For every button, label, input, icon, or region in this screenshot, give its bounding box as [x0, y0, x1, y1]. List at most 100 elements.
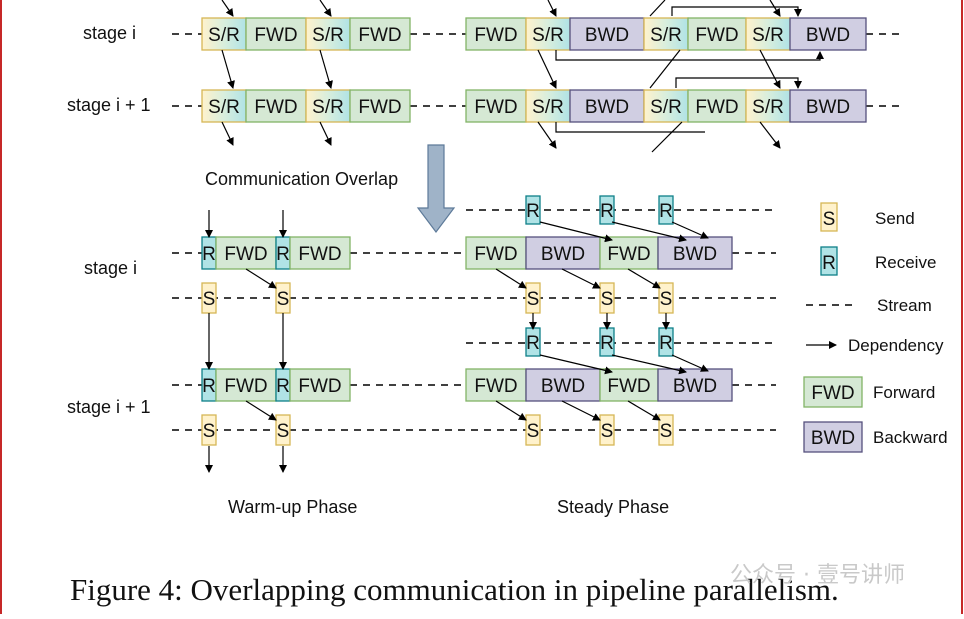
bottom-i1-bwd-2: BWD [657, 368, 733, 402]
svg-text:FWD: FWD [224, 376, 267, 397]
top-i-sr-4: S/R [643, 17, 689, 51]
svg-text:BWD: BWD [673, 244, 717, 265]
top-i1-sr-5: S/R [745, 89, 791, 123]
steady-i1-recv-1: R [525, 327, 541, 357]
bottom-i-bwd-2: BWD [657, 236, 733, 270]
top-i1-sr-3: S/R [525, 89, 571, 123]
top-i1-sr-4: S/R [643, 89, 689, 123]
svg-text:S: S [601, 289, 614, 310]
svg-text:S/R: S/R [532, 97, 564, 118]
stage-label-bottom-i: stage i [84, 258, 137, 278]
svg-text:FWD: FWD [474, 376, 517, 397]
bottom-i1-send-2: S [275, 414, 291, 446]
svg-text:FWD: FWD [695, 25, 738, 46]
steady-phase-label: Steady Phase [557, 497, 669, 517]
top-i1-bwd-1: BWD [569, 89, 645, 123]
top-i-sr-3: S/R [525, 17, 571, 51]
steady-i1-recv-3: R [658, 327, 674, 357]
top-i-fwd-3: FWD [465, 17, 527, 51]
bottom-i1-fwd-1: FWD [215, 368, 277, 402]
top-i-fwd-2: FWD [349, 17, 411, 51]
stage-label-top-i1: stage i + 1 [67, 95, 151, 115]
top-i-sr-5: S/R [745, 17, 791, 51]
svg-text:S/R: S/R [650, 25, 682, 46]
legend-item-bwd: BWD Backward [803, 421, 948, 453]
svg-text:R: R [202, 244, 216, 265]
svg-text:FWD: FWD [474, 25, 517, 46]
svg-text:BWD: BWD [541, 376, 585, 397]
warmup-phase-label: Warm-up Phase [228, 497, 357, 517]
dependency-arrows [205, 0, 824, 473]
svg-text:R: R [526, 333, 540, 354]
bottom-i1-send-1: S [201, 414, 217, 446]
svg-text:FWD: FWD [695, 97, 738, 118]
svg-text:S: S [203, 289, 216, 310]
svg-text:R: R [822, 253, 836, 274]
svg-text:Forward: Forward [873, 383, 935, 402]
top-i1-fwd-2: FWD [349, 89, 411, 123]
top-i-bwd-2: BWD [789, 17, 867, 51]
bottom-i1-recv-2: R [275, 368, 291, 402]
svg-text:FWD: FWD [474, 244, 517, 265]
svg-text:FWD: FWD [607, 244, 650, 265]
legend-item-stream: Stream [806, 296, 932, 315]
top-i1-fwd-3: FWD [465, 89, 527, 123]
top-i-fwd-1: FWD [245, 17, 307, 51]
svg-text:R: R [600, 333, 614, 354]
top-i1-fwd-1: FWD [245, 89, 307, 123]
svg-text:FWD: FWD [358, 25, 401, 46]
svg-text:FWD: FWD [224, 244, 267, 265]
svg-text:Receive: Receive [875, 253, 936, 272]
bottom-i1-recv-1: R [201, 368, 217, 402]
svg-text:BWD: BWD [811, 428, 855, 449]
svg-text:FWD: FWD [358, 97, 401, 118]
legend-item-recv: R Receive [820, 246, 936, 276]
svg-text:FWD: FWD [254, 97, 297, 118]
bottom-i-send-5: S [658, 282, 674, 314]
svg-text:R: R [526, 201, 540, 222]
svg-text:S/R: S/R [208, 25, 240, 46]
svg-text:R: R [202, 376, 216, 397]
bottom-i1-fwd-3: FWD [465, 368, 527, 402]
stream-lines [172, 33, 905, 431]
bottom-i1-fwd-2: FWD [289, 368, 351, 402]
bottom-i-send-1: S [201, 282, 217, 314]
legend-item-dep: Dependency [806, 336, 944, 355]
bottom-i-send-2: S [275, 282, 291, 314]
svg-text:S/R: S/R [312, 97, 344, 118]
svg-text:S: S [527, 289, 540, 310]
bottom-i-send-4: S [599, 282, 615, 314]
top-i-bwd-1: BWD [569, 17, 645, 51]
svg-text:S: S [823, 209, 836, 230]
bottom-i-recv-2: R [275, 236, 291, 270]
bottom-i1-send-4: S [599, 414, 615, 446]
svg-text:FWD: FWD [254, 25, 297, 46]
top-i-sr-2: S/R [305, 17, 351, 51]
top-i1-sr-1: S/R [201, 89, 247, 123]
svg-text:S/R: S/R [650, 97, 682, 118]
svg-text:S/R: S/R [312, 25, 344, 46]
svg-text:Backward: Backward [873, 428, 948, 447]
bottom-i-send-3: S [525, 282, 541, 314]
svg-text:Dependency: Dependency [848, 336, 944, 355]
comm-overlap-label: Communication Overlap [205, 169, 398, 189]
svg-text:Send: Send [875, 209, 915, 228]
bottom-i1-send-5: S [658, 414, 674, 446]
bottom-i-fwd-1: FWD [215, 236, 277, 270]
svg-text:S: S [527, 421, 540, 442]
bottom-i-fwd-3: FWD [465, 236, 527, 270]
svg-text:S: S [203, 421, 216, 442]
svg-text:FWD: FWD [607, 376, 650, 397]
steady-i1-recv-2: R [599, 327, 615, 357]
svg-text:BWD: BWD [673, 376, 717, 397]
bottom-i-fwd-4: FWD [599, 236, 659, 270]
svg-text:R: R [276, 244, 290, 265]
steady-i-recv-2: R [599, 195, 615, 225]
svg-text:S/R: S/R [752, 25, 784, 46]
bottom-i-fwd-2: FWD [289, 236, 351, 270]
svg-text:S/R: S/R [208, 97, 240, 118]
